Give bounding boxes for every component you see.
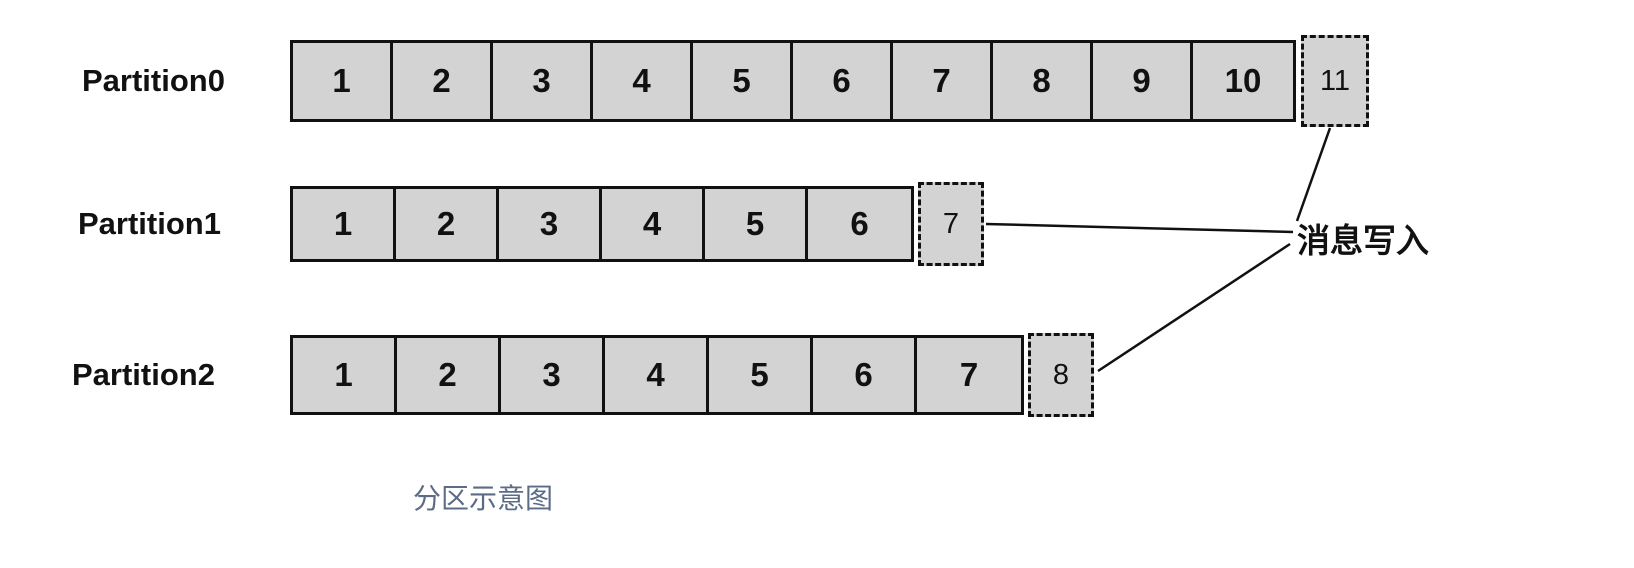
message-cell: 4 <box>593 43 693 119</box>
message-cell: 1 <box>293 189 396 259</box>
message-cell: 4 <box>605 338 709 412</box>
message-cell: 6 <box>850 205 869 242</box>
message-cell: 1 <box>293 338 397 412</box>
connector-partition1 <box>985 222 1294 234</box>
message-cell: 10 <box>1224 62 1262 99</box>
message-cell: 3 <box>499 189 602 259</box>
pending-write-cell: 7 <box>918 182 984 266</box>
message-cell: 7 <box>893 43 993 119</box>
message-cell: 3 <box>501 338 605 412</box>
pending-write-cell: 8 <box>1028 333 1094 417</box>
message-cell: 2 <box>397 338 501 412</box>
connector-partition2 <box>1097 242 1291 373</box>
message-cell: 2 <box>393 43 493 119</box>
partition-label: Partition1 <box>78 206 221 241</box>
message-cell: 5 <box>693 43 793 119</box>
message-cell: 5 <box>705 189 808 259</box>
message-cell: 1 <box>293 43 393 119</box>
connector-partition0 <box>1295 127 1332 222</box>
message-cell: 6 <box>813 338 917 412</box>
partition-label: Partition2 <box>72 357 215 392</box>
write-annotation: 消息写入 <box>1297 222 1429 259</box>
message-cell: 5 <box>709 338 813 412</box>
message-cell: 6 <box>793 43 893 119</box>
partition-label: Partition0 <box>82 63 225 98</box>
diagram-caption: 分区示意图 <box>413 483 554 514</box>
message-cell: 9 <box>1093 43 1193 119</box>
message-cell: 8 <box>993 43 1093 119</box>
message-cell: 2 <box>396 189 499 259</box>
message-cell: 3 <box>493 43 593 119</box>
message-cell: 4 <box>602 189 705 259</box>
pending-write-cell: 11 <box>1301 35 1369 127</box>
message-cell: 7 <box>959 356 979 393</box>
